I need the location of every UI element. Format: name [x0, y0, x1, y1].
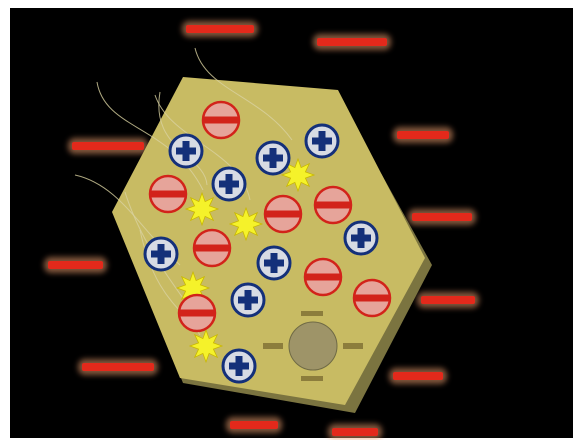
free-negative-charge-icon	[408, 209, 476, 225]
cation-icon	[145, 238, 177, 270]
free-negative-charge-icon	[417, 292, 479, 308]
cation-icon	[306, 125, 338, 157]
anion-icon	[315, 187, 351, 223]
free-negative-charge-icon	[393, 127, 453, 143]
free-negative-charge-icon	[313, 34, 391, 50]
anion-icon	[354, 280, 390, 316]
spark-icon	[230, 208, 262, 240]
spark-icon	[190, 330, 222, 362]
nucleus-mark-bottom	[301, 376, 323, 381]
anion-icon	[203, 102, 239, 138]
anion-icon	[305, 259, 341, 295]
nucleus-core	[289, 322, 337, 370]
anion-icon	[179, 295, 215, 331]
free-negative-charge-icon	[389, 368, 447, 384]
nucleus-mark-top	[301, 311, 323, 316]
free-negative-charge-icon	[44, 257, 107, 273]
cation-icon	[170, 135, 202, 167]
nucleus-mark-left	[263, 343, 283, 349]
anion-icon	[265, 196, 301, 232]
anion-icon	[150, 176, 186, 212]
cation-icon	[213, 168, 245, 200]
free-negative-charge-icon	[68, 138, 148, 154]
cation-icon	[223, 350, 255, 382]
cation-icon	[257, 142, 289, 174]
free-negative-charge-icon	[328, 424, 382, 440]
nucleus-mark-right	[343, 343, 363, 349]
cation-icon	[258, 247, 290, 279]
cation-icon	[232, 284, 264, 316]
free-negative-charge-icon	[226, 417, 282, 433]
free-negative-charge-icon	[78, 359, 158, 375]
cation-icon	[345, 222, 377, 254]
spark-icon	[186, 193, 218, 225]
anion-icon	[194, 230, 230, 266]
free-negative-charge-icon	[182, 21, 258, 37]
